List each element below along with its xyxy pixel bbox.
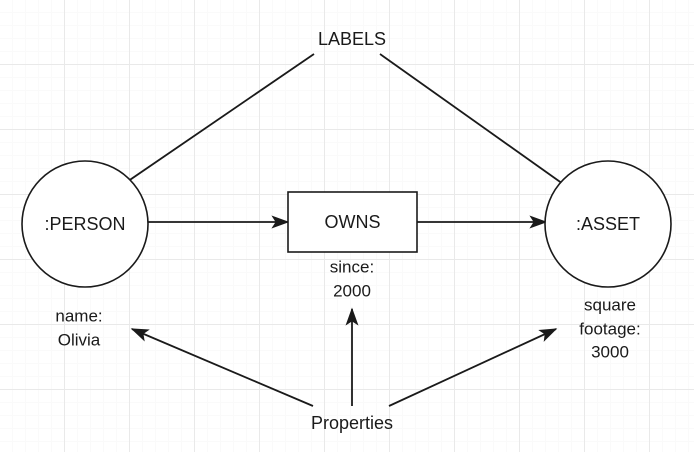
callout-arrow-properties-to-person-property: [130, 328, 314, 407]
callout-arrow-labels-to-person: [97, 53, 315, 202]
annotation-properties-callout: Properties: [311, 413, 393, 433]
property-asset-key-line2: footage:: [579, 319, 640, 338]
node-person-circle[interactable]: [21, 160, 149, 288]
node-person-label: :PERSON: [44, 214, 125, 234]
property-person-key: name:: [55, 306, 102, 325]
node-asset-circle[interactable]: [544, 160, 672, 288]
node-owns-rectangle[interactable]: [287, 191, 418, 253]
node-asset-label: :ASSET: [576, 214, 640, 234]
property-person-value: Olivia: [58, 330, 101, 349]
annotation-labels-callout: LABELS: [318, 29, 386, 49]
callout-arrow-properties-to-asset-property: [388, 328, 558, 407]
property-relationship-key: since:: [330, 257, 374, 276]
callout-arrow-labels-to-asset: [379, 53, 589, 202]
property-asset-key-line1: square: [584, 295, 636, 314]
property-asset-value: 3000: [591, 342, 629, 361]
property-relationship-value: 2000: [333, 281, 371, 300]
node-owns-label: OWNS: [325, 212, 381, 232]
